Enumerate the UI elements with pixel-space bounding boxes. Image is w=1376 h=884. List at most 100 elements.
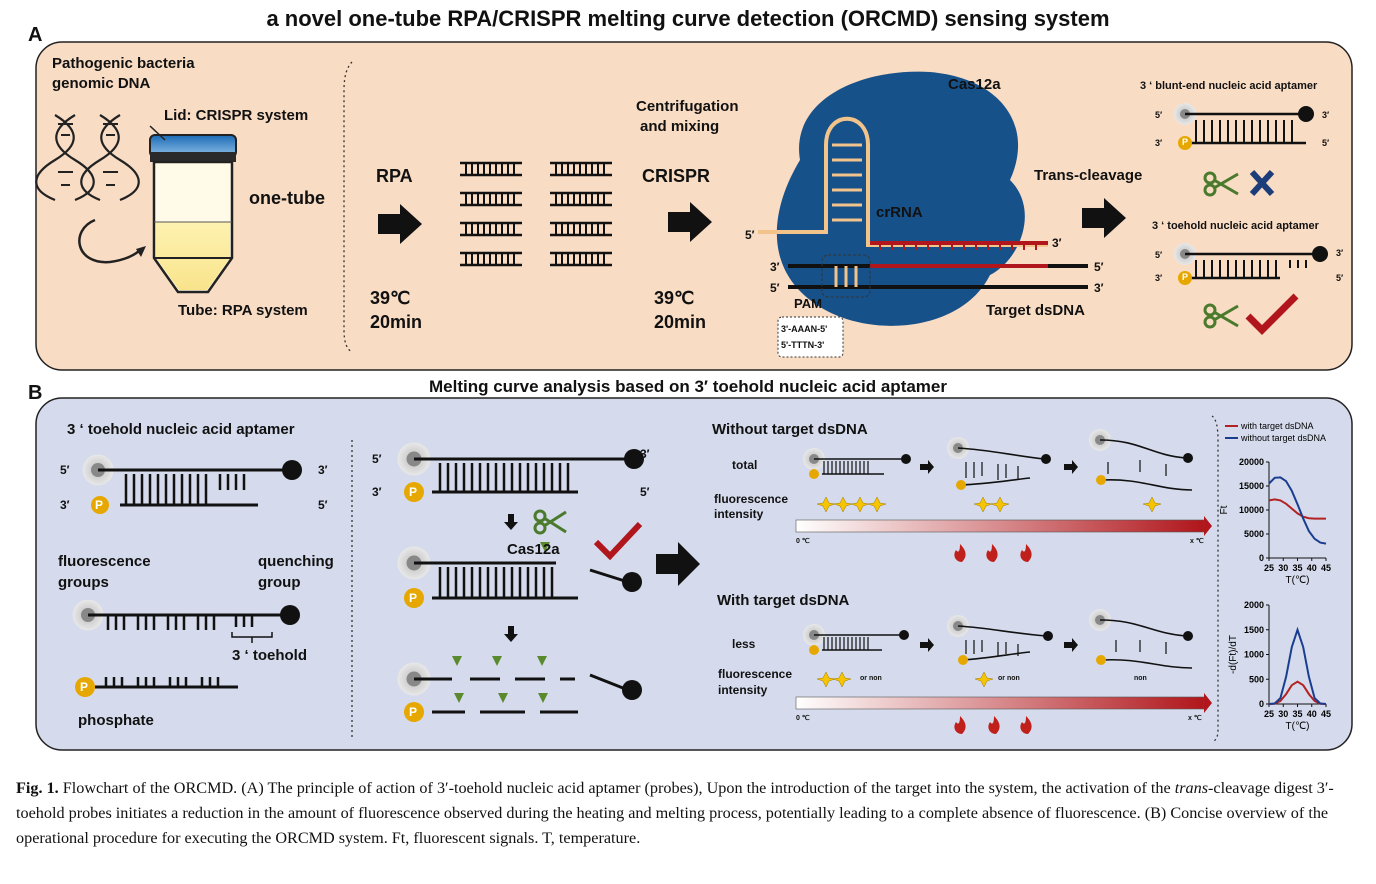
cross-icon: [1249, 169, 1275, 197]
toehold-title-a: 3 ‘ toehold nucleic acid aptamer: [1152, 220, 1319, 232]
p-mark-1: P: [1182, 137, 1189, 147]
p-mark-6: P: [409, 591, 418, 605]
one-tube-label: one-tube: [249, 188, 325, 208]
crispr-time: 20min: [654, 312, 707, 332]
lid-pointer: [149, 125, 166, 141]
with-target-title: With target dsDNA: [717, 592, 850, 609]
fluorescence-groups-1: fluorescence: [58, 553, 151, 570]
melting-with-target: [803, 609, 1193, 669]
rpa-temp: 39℃: [370, 288, 411, 308]
one-tube-icon: [149, 134, 237, 294]
blunt-5prime-right: 5′: [1322, 138, 1330, 148]
probe-fragments: [397, 656, 642, 722]
figure-caption: Fig. 1. Flowchart of the ORCMD. (A) The …: [16, 776, 1362, 851]
x-tick-label: 30: [1278, 563, 1288, 573]
tube-label: Tube: RPA system: [178, 302, 308, 319]
toehold-title-b: 3 ‘ toehold nucleic acid aptamer: [67, 421, 295, 438]
blunt-3prime-right: 3′: [1322, 110, 1330, 120]
toehold-3prime-right: 3′: [1336, 248, 1344, 258]
series-line: [1268, 476, 1327, 545]
scissors-icon: [1203, 171, 1239, 197]
panel-b-label: B: [28, 382, 43, 404]
rpa-label: RPA: [376, 166, 413, 186]
cas12a-label: Cas12a: [948, 76, 1001, 93]
zero-c-2: 0 ℃: [796, 715, 810, 722]
pam-seq-1: 3'-AAAN-5': [781, 324, 828, 334]
y-tick-label: 500: [1249, 674, 1264, 684]
centrifuge-label-1: Centrifugation: [636, 98, 739, 115]
crrna-5prime: 5′: [745, 228, 755, 242]
quenching-group-2: group: [258, 574, 301, 591]
lid-label: Lid: CRISPR system: [164, 107, 309, 124]
legend-with: with target dsDNA: [1240, 421, 1314, 431]
figure-title: a novel one-tube RPA/CRISPR melting curv…: [266, 6, 1110, 31]
b-5prime-right: 5′: [318, 498, 328, 512]
fi-label-3: fluorescence: [718, 667, 793, 681]
pam-box: [821, 254, 871, 298]
cas12a-protein: [776, 71, 1025, 326]
x-tick-label: 35: [1292, 563, 1302, 573]
amplicons: [458, 161, 614, 267]
caption-fig: Fig. 1.: [16, 779, 59, 797]
mid-3prime-right: 3′: [640, 447, 650, 461]
zero-c-1: 0 ℃: [796, 538, 810, 545]
caption-part1: Flowchart of the ORCMD. (A) The principl…: [58, 779, 1175, 797]
less-label: less: [732, 637, 756, 651]
check-icon-b: [593, 521, 643, 561]
x-tick-label: 25: [1264, 563, 1274, 573]
blunt-title: 3 ‘ blunt-end nucleic acid aptamer: [1140, 80, 1318, 92]
x-c-1: x ℃: [1190, 538, 1204, 545]
pam-seq-2: 5'-TTTN-3': [781, 340, 825, 350]
dna-rungs: [58, 123, 118, 186]
caption-trans: trans: [1174, 779, 1208, 797]
crrna-3prime: 3′: [1052, 236, 1062, 250]
p-mark-7: P: [409, 705, 418, 719]
target-5prime-right: 5′: [1094, 260, 1104, 274]
heat-gradient-bar-1: [795, 519, 1205, 533]
x-c-2: x ℃: [1188, 715, 1202, 722]
y-tick-label: 5000: [1244, 529, 1264, 539]
y-axis-label: -d(Ft)/dT: [1228, 635, 1239, 674]
probe-cleaved: [397, 546, 642, 608]
x-tick-label: 45: [1321, 709, 1331, 719]
p-mark-2: P: [1182, 272, 1189, 282]
b-3prime: 3′: [60, 498, 70, 512]
x-tick-label: 45: [1321, 563, 1331, 573]
total-label: total: [732, 458, 758, 472]
y-tick-label: 1000: [1244, 650, 1264, 660]
x-axis-label: T(℃): [1286, 721, 1310, 732]
centrifuge-label-2: and mixing: [640, 118, 720, 135]
pam-label: PAM: [794, 296, 822, 311]
or-non-2: or non: [998, 675, 1020, 682]
x-tick-label: 25: [1264, 709, 1274, 719]
curved-arrow-icon: [78, 218, 141, 264]
phosphate-diagram: [75, 677, 238, 697]
toehold-label: 3 ‘ toehold: [232, 647, 307, 664]
without-target-title: Without target dsDNA: [712, 421, 868, 438]
stars-without: [816, 496, 1162, 513]
arrow-trans-icon: [1082, 198, 1126, 238]
p-mark-5: P: [409, 485, 418, 499]
scissors-icon-b: [533, 509, 567, 535]
mid-5prime-right: 5′: [640, 485, 650, 499]
y-axis-label: Ft: [1219, 505, 1230, 514]
non-label: non: [1134, 675, 1147, 682]
x-tick-label: 30: [1278, 709, 1288, 719]
panel-b-divider-2: [1211, 415, 1219, 743]
b-3prime-right: 3′: [318, 463, 328, 477]
check-icon: [1245, 293, 1299, 335]
phosphate-label: phosphate: [78, 712, 154, 729]
chart-legend: with target dsDNA without target dsDNA: [1225, 421, 1326, 443]
down-arrow-icon: [504, 514, 518, 530]
probe-intact: [397, 442, 644, 502]
genomic-label-1: Pathogenic bacteria: [52, 55, 195, 72]
x-tick-label: 35: [1292, 709, 1302, 719]
toehold-5prime-right: 5′: [1336, 273, 1344, 283]
y-tick-label: 15000: [1239, 481, 1264, 491]
target-5prime-left: 5′: [770, 281, 780, 295]
crrna-hairpin: [758, 116, 1048, 247]
b-5prime: 5′: [60, 463, 70, 477]
y-tick-label: 0: [1259, 699, 1264, 709]
target-3prime-right: 3′: [1094, 281, 1104, 295]
